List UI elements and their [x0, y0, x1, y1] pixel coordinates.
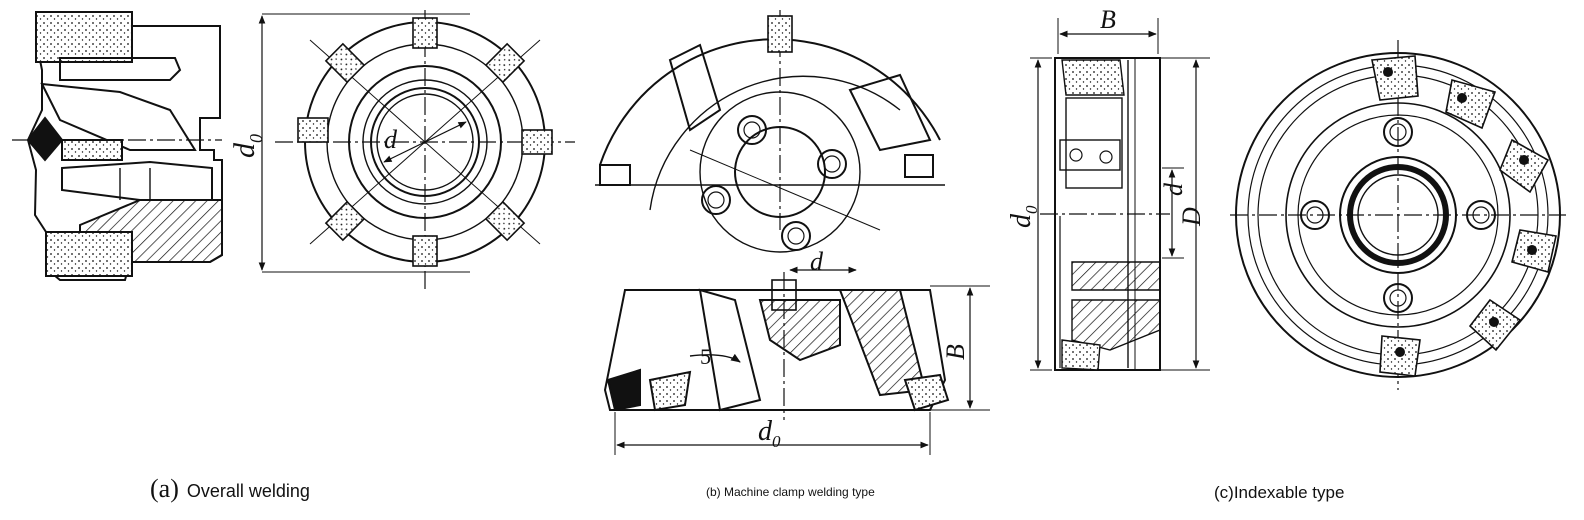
- panel-b-d0-label: d0: [758, 416, 781, 451]
- caption-a-letter: (a): [150, 474, 179, 503]
- panel-c-side-section: [1040, 57, 1170, 371]
- panel-b-width-label: B: [941, 344, 970, 360]
- panel-c-indexable: [1030, 18, 1566, 390]
- panel-a-front-view: [275, 10, 575, 290]
- caption-c: (c)Indexable type: [1214, 483, 1345, 502]
- panel-c-width-label: B: [1100, 5, 1116, 34]
- panel-a-overall-welding: [12, 10, 575, 290]
- panel-c-bore-label: d: [1159, 182, 1188, 196]
- panel-b-bore-label: d: [810, 247, 824, 276]
- panel-a-bore-label: d: [384, 125, 398, 154]
- caption-a: (a) Overall welding: [150, 474, 310, 504]
- panel-c-d0-label: d0: [1006, 205, 1041, 228]
- panel-a-d0-label: d0: [228, 134, 266, 158]
- panel-b-front-view: [595, 10, 945, 253]
- panel-c-front-view: [1230, 40, 1566, 390]
- panel-a-side-section: [12, 11, 223, 281]
- panel-c-D-label: D: [1177, 207, 1206, 227]
- panel-b-callout-label: 5: [700, 344, 711, 369]
- panel-b-section-view: [603, 266, 990, 455]
- caption-a-text: Overall welding: [186, 481, 310, 501]
- caption-b: (b) Machine clamp welding type: [706, 485, 875, 499]
- panel-b-machine-clamp: [595, 10, 990, 455]
